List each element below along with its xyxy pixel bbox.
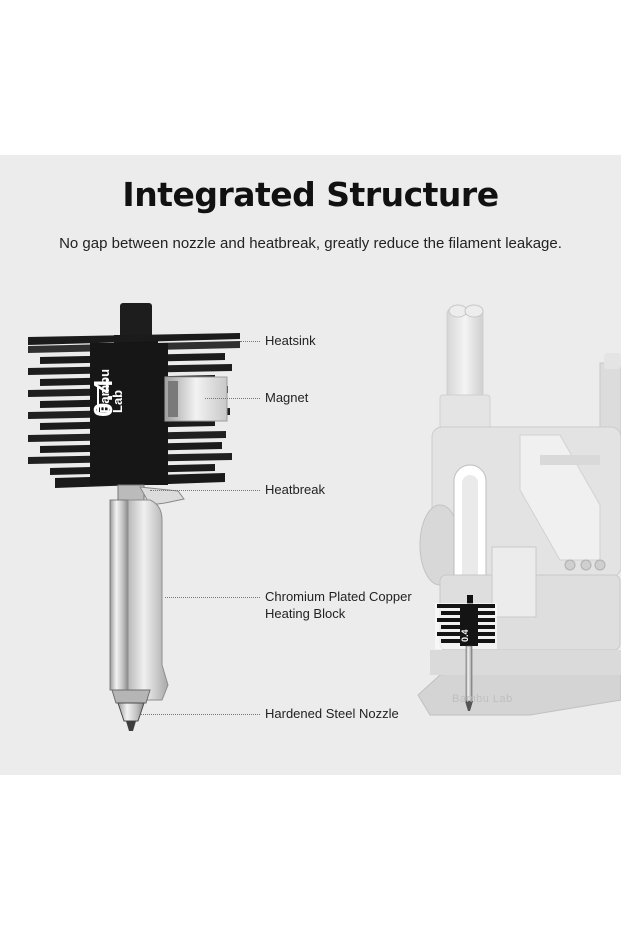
mini-hotend-size-label: 0.4 <box>460 629 470 642</box>
nozzle-leader <box>140 714 260 715</box>
product-panel: Integrated Structure No gap between nozz… <box>0 155 621 775</box>
heatsink-leader <box>240 341 260 342</box>
printer-body <box>417 304 621 716</box>
callout-heatsink-text: Heatsink <box>265 333 316 348</box>
printer-toolhead-illustration <box>28 303 621 731</box>
page-subtitle: No gap between nozzle and heatbreak, gre… <box>59 235 562 252</box>
callout-heating-block-line1: Chromium Plated Copper <box>265 589 412 604</box>
hotend-brand-line2: Lab <box>110 389 125 413</box>
callout-heatbreak: Heatbreak <box>265 481 325 498</box>
printer-brand-label: Bambu Lab <box>452 693 513 705</box>
callout-heating-block: Chromium Plated Copper Heating Block <box>265 588 412 622</box>
callout-heatbreak-text: Heatbreak <box>265 482 325 497</box>
heating-block-leader <box>165 597 260 598</box>
callout-nozzle: Hardened Steel Nozzle <box>265 705 399 722</box>
callout-magnet-text: Magnet <box>265 390 309 405</box>
callout-magnet: Magnet <box>265 389 308 406</box>
callout-heating-block-line2: Heating Block <box>265 606 346 621</box>
callout-heatsink: Heatsink <box>265 332 316 349</box>
page-title: Integrated Structure <box>122 175 499 214</box>
mini-hotend <box>435 595 497 711</box>
hotend-illustration <box>28 303 240 731</box>
heatbreak-leader <box>150 490 260 491</box>
callout-nozzle-text: Hardened Steel Nozzle <box>265 706 399 721</box>
magnet-leader <box>205 398 260 399</box>
